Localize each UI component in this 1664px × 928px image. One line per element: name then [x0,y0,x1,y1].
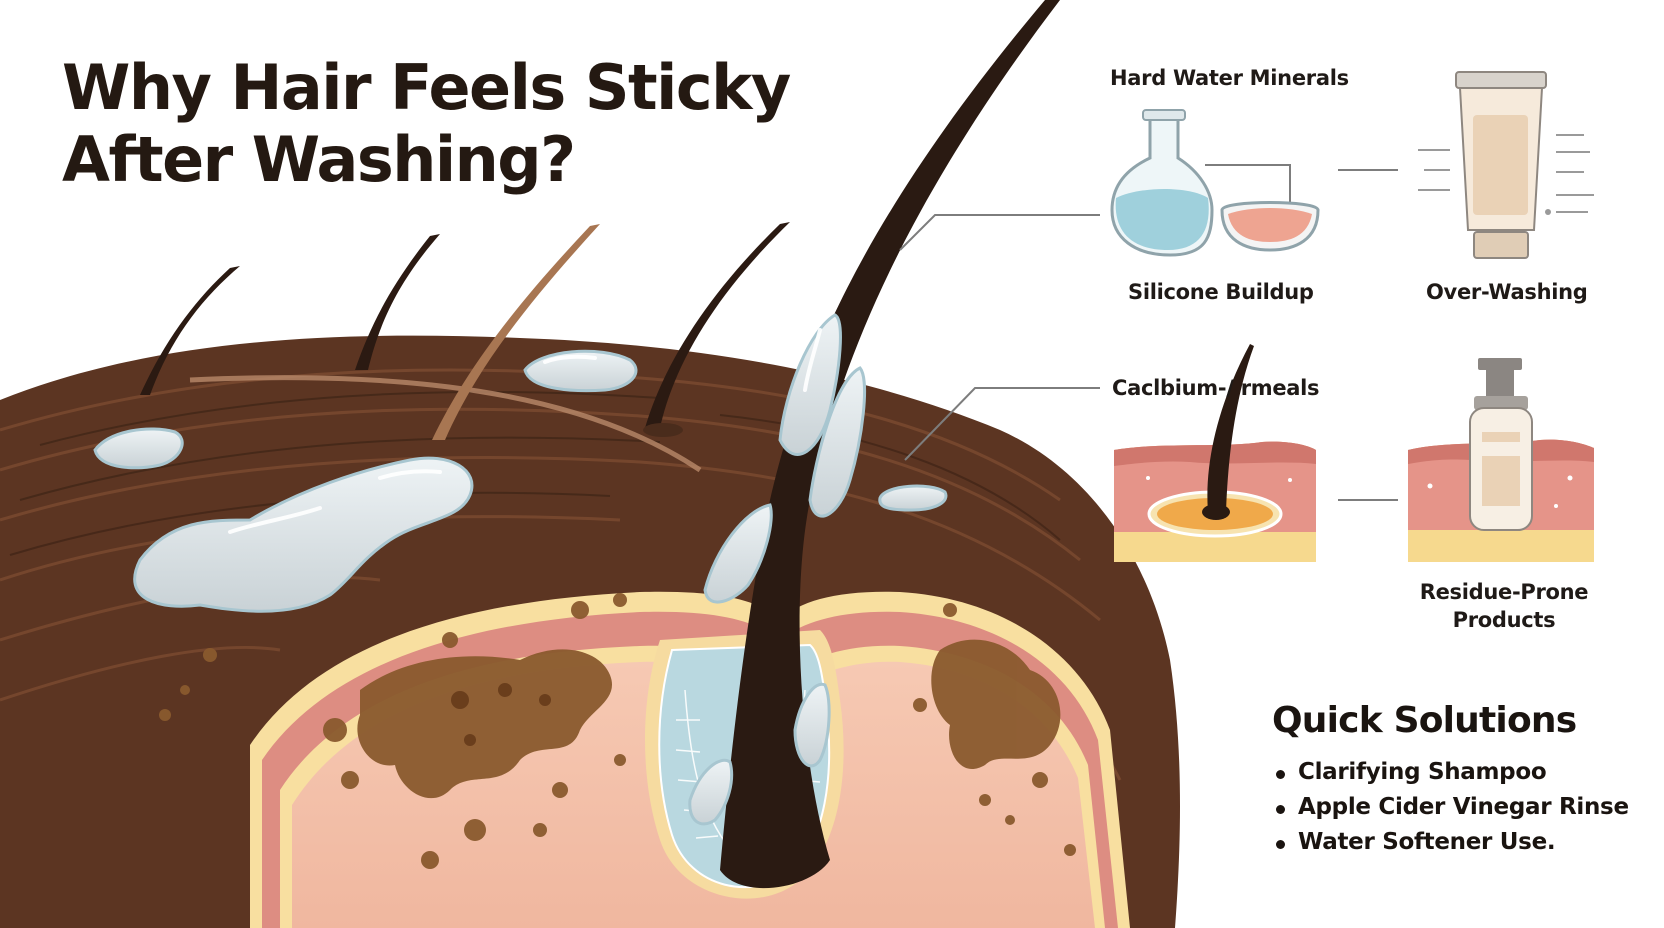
solution-item-apple-cider-vinegar-rinse: Apple Cider Vinegar Rinse [1272,794,1629,820]
label-residue-prone-products: Residue-Prone Products [1420,580,1589,632]
title-line-2: After Washing? [62,123,576,196]
quick-solutions-heading: Quick Solutions [1272,700,1577,741]
label-silicone-buildup: Silicone Buildup [1128,280,1314,304]
page-title: Why Hair Feels Sticky After Washing? [62,51,791,196]
bottle-icon [1408,358,1594,562]
flask-icon [1110,109,1214,257]
label-residue-prone-line-2: Products [1452,608,1556,632]
follicle-cross-section-icon [1114,344,1316,562]
solution-item-water-softener-use: Water Softener Use. [1272,829,1629,855]
connector-lines [899,164,1398,501]
label-residue-prone-line-1: Residue-Prone [1419,580,1589,604]
quick-solutions-panel: Quick Solutions Clarifying Shampoo Apple… [1272,700,1629,864]
title-line-1: Why Hair Feels Sticky [62,51,791,124]
label-calcium-minerals: Caclbium-/ rmeals [1112,376,1320,400]
dish-icon [1220,201,1320,252]
water-droplets [93,313,948,826]
solutions-list: Clarifying Shampoo Apple Cider Vinegar R… [1272,759,1629,855]
label-hard-water-minerals: Hard Water Minerals [1110,66,1349,90]
label-over-washing: Over-Washing [1426,280,1588,304]
hair-strands [140,222,790,440]
tube-icon [1418,71,1594,259]
solution-item-clarifying-shampoo: Clarifying Shampoo [1272,759,1629,785]
